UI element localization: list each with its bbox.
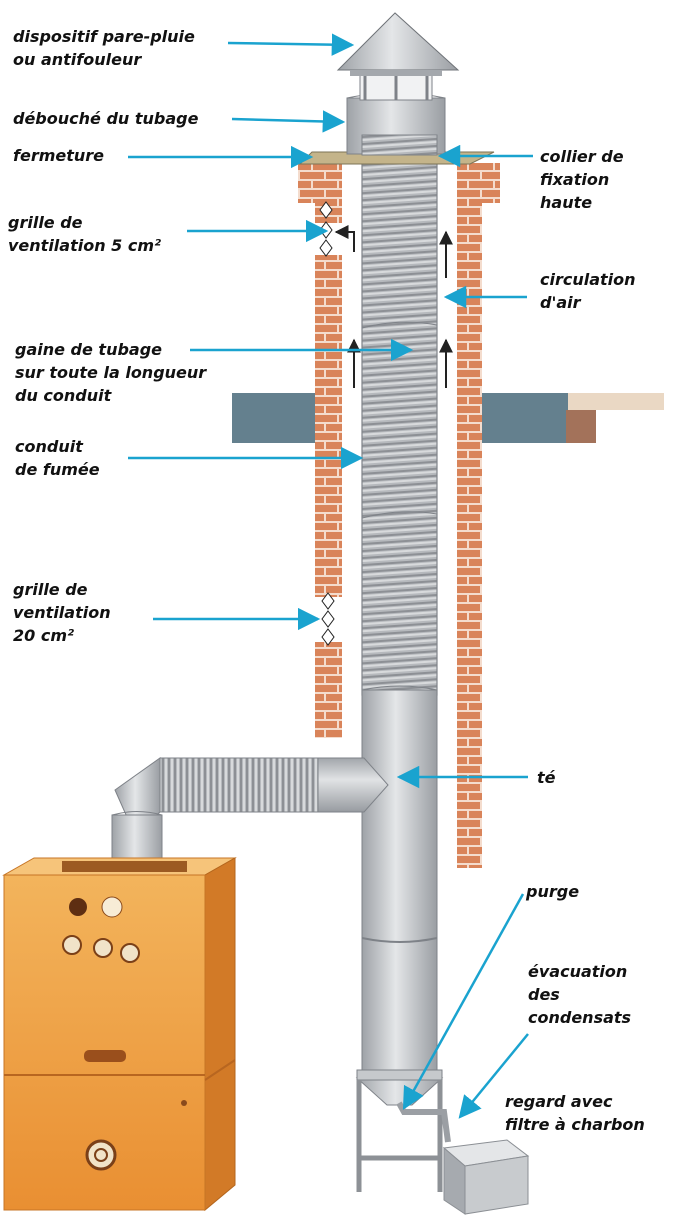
label-te: té: [537, 766, 556, 789]
label-line: conduit: [15, 437, 83, 456]
label-line: té: [537, 768, 556, 787]
label-debouche: débouché du tubage: [13, 107, 198, 130]
label-fermeture: fermeture: [13, 144, 104, 167]
floor-beam: [232, 393, 664, 443]
label-line: collier de: [540, 147, 624, 166]
label-circulation: circulation d'air: [540, 268, 636, 314]
label-line: débouché du tubage: [13, 109, 199, 128]
rigid-pipe: [355, 685, 444, 1106]
label-line: grille de: [13, 580, 88, 599]
label-line: dispositif pare-pluie: [13, 27, 195, 46]
label-line: évacuation: [528, 962, 628, 981]
label-line: condensats: [528, 1008, 632, 1027]
label-line: gaine de tubage: [15, 340, 163, 359]
label-line: haute: [540, 193, 593, 212]
leader-arrows: [128, 33, 533, 1119]
label-line: de fumée: [15, 460, 100, 479]
label-pare-pluie: dispositif pare-pluie ou antifouleur: [13, 25, 195, 71]
boiler: [2, 857, 237, 1212]
ventilation-grille-top: [319, 201, 333, 257]
flexible-liner: [361, 149, 438, 696]
label-line: purge: [526, 882, 580, 901]
label-collier: collier de fixation haute: [540, 145, 624, 214]
liner-terminal: [298, 12, 495, 165]
label-conduit: conduit de fumée: [15, 435, 100, 481]
masonry-chimney-walls: [298, 163, 500, 868]
label-line: 20 cm²: [13, 626, 74, 645]
label-line: fermeture: [13, 146, 105, 165]
airflow-arrows: [334, 225, 453, 388]
label-line: sur toute la longueur: [15, 363, 207, 382]
support-stand: [356, 1080, 443, 1192]
ventilation-grille-bottom: [321, 592, 335, 646]
label-gaine: gaine de tubage sur toute la longueur du…: [15, 338, 206, 407]
label-line: circulation: [540, 270, 636, 289]
label-grille-5: grille de ventilation 5 cm²: [8, 211, 161, 257]
connector-pipe: [111, 757, 389, 871]
label-line: regard avec: [505, 1092, 613, 1111]
label-line: ventilation: [13, 603, 111, 622]
condensate-drain: [396, 1101, 530, 1215]
label-line: grille de: [8, 213, 83, 232]
label-evacuation: évacuation des condensats: [528, 960, 631, 1029]
label-line: d'air: [540, 293, 581, 312]
label-line: des: [528, 985, 560, 1004]
label-line: du conduit: [15, 386, 112, 405]
label-purge: purge: [526, 880, 579, 903]
label-line: ventilation 5 cm²: [8, 236, 162, 255]
label-regard: regard avec filtre à charbon: [505, 1090, 645, 1136]
label-line: fixation: [540, 170, 610, 189]
label-line: filtre à charbon: [505, 1115, 645, 1134]
label-grille-20: grille de ventilation 20 cm²: [13, 578, 111, 647]
label-line: ou antifouleur: [13, 50, 142, 69]
